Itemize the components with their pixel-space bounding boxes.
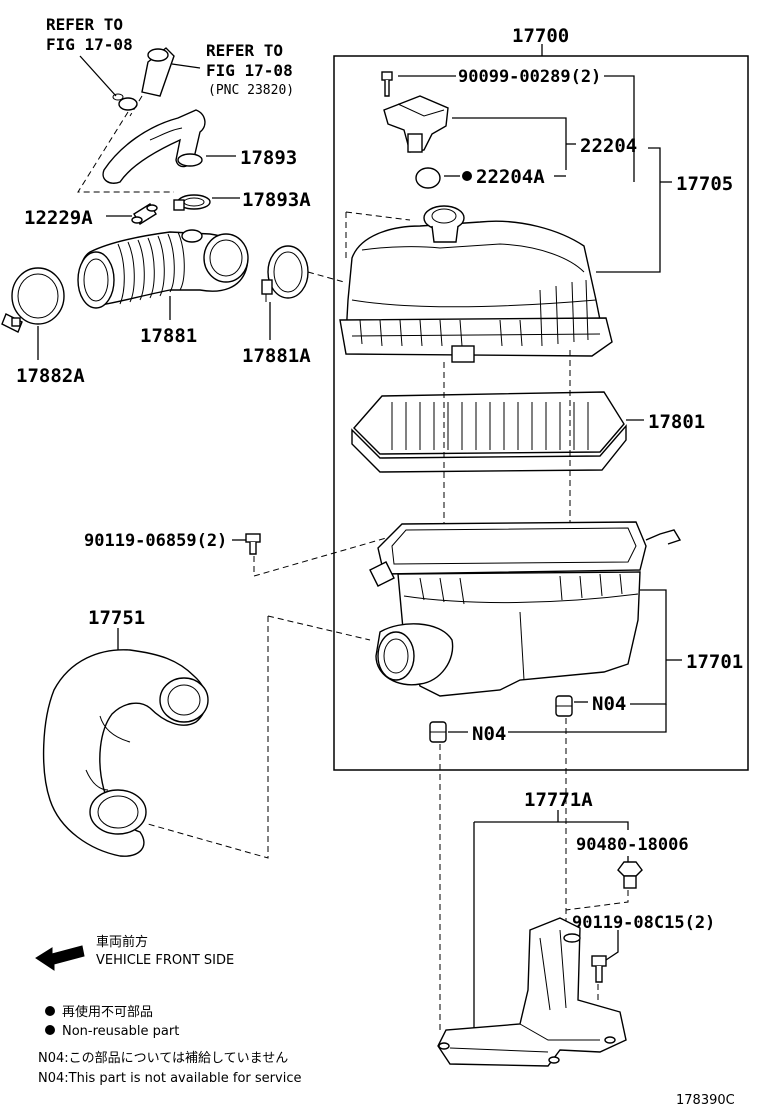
part-number-17771A: 17771A — [524, 789, 593, 811]
part-number-17881: 17881 — [140, 325, 197, 347]
figure-code: 178390C — [676, 1093, 735, 1108]
legend-front-jp: 車両前方 — [96, 934, 148, 950]
part-number-17705: 17705 — [676, 173, 733, 195]
hose-end-refer-2 — [141, 47, 201, 97]
legend-front-en: VEHICLE FRONT SIDE — [96, 953, 234, 968]
air-cleaner-case-17701 — [369, 521, 682, 697]
bolt-90099 — [381, 71, 393, 97]
vent-hose-17893 — [102, 109, 206, 184]
refer-label-1-line2: FIG 17-08 — [46, 35, 133, 54]
part-number-90119-06859: 90119-06859(2) — [84, 531, 227, 551]
part-number-17751: 17751 — [88, 607, 145, 629]
part-number-90099-00289: 90099-00289(2) — [458, 67, 601, 87]
refer-label-2-line2: FIG 17-08 — [206, 61, 293, 80]
part-number-17801: 17801 — [648, 411, 705, 433]
air-filter-element-17801 — [351, 391, 627, 473]
part-number-17700: 17700 — [512, 25, 569, 47]
grommet-n04-left — [429, 721, 447, 743]
legend-nonreuse-jp: 再使用不可部品 — [62, 1004, 153, 1020]
legend-n04-en: N04:This part is not available for servi… — [38, 1071, 301, 1086]
part-number-n04-right: N04 — [592, 693, 626, 715]
legend-nonreuse-en: Non-reusable part — [62, 1024, 179, 1039]
grommet-n04-right — [555, 695, 573, 717]
part-number-17893A: 17893A — [242, 189, 311, 211]
bolt-90119-08C15 — [591, 955, 607, 983]
bracket-17771A — [437, 917, 627, 1067]
refer-label-2-line1: REFER TO — [206, 41, 283, 60]
part-number-90119-08C15: 90119-08C15(2) — [572, 913, 715, 933]
o-ring-22204A — [415, 167, 441, 189]
legend-dot-en — [45, 1025, 55, 1035]
part-number-17881A: 17881A — [242, 345, 311, 367]
part-number-17893: 17893 — [240, 147, 297, 169]
refer-label-2-line3: (PNC 23820) — [208, 83, 294, 98]
air-inlet-duct-17751 — [42, 649, 209, 857]
air-flow-meter-22204 — [383, 95, 449, 153]
bolt-90119-06859 — [245, 533, 261, 555]
part-number-22204A: 22204A — [476, 166, 545, 188]
non-reusable-dot-22204A — [462, 171, 472, 181]
clip-part-refer-1 — [79, 55, 138, 111]
part-number-22204: 22204 — [580, 135, 637, 157]
connector-12229A — [131, 203, 158, 225]
part-number-n04-left: N04 — [472, 723, 506, 745]
part-number-12229A: 12229A — [24, 207, 93, 229]
air-cleaner-cap — [339, 205, 613, 363]
assembly-box-17700 — [333, 55, 749, 771]
intake-hose-17881 — [77, 229, 249, 309]
hose-clamp-17893A — [173, 194, 211, 211]
refer-label-1-line1: REFER TO — [46, 15, 123, 34]
hose-clamp-17882A — [1, 267, 65, 333]
part-number-17701: 17701 — [686, 651, 743, 673]
hose-clamp-17881A — [261, 245, 309, 302]
front-arrow-icon — [35, 945, 85, 971]
clip-90480-18006 — [617, 861, 643, 889]
part-number-17882A: 17882A — [16, 365, 85, 387]
part-number-90480-18006: 90480-18006 — [576, 835, 689, 855]
legend-dot-jp — [45, 1006, 55, 1016]
legend-n04-jp: N04:この部品については補給していません — [38, 1051, 288, 1066]
